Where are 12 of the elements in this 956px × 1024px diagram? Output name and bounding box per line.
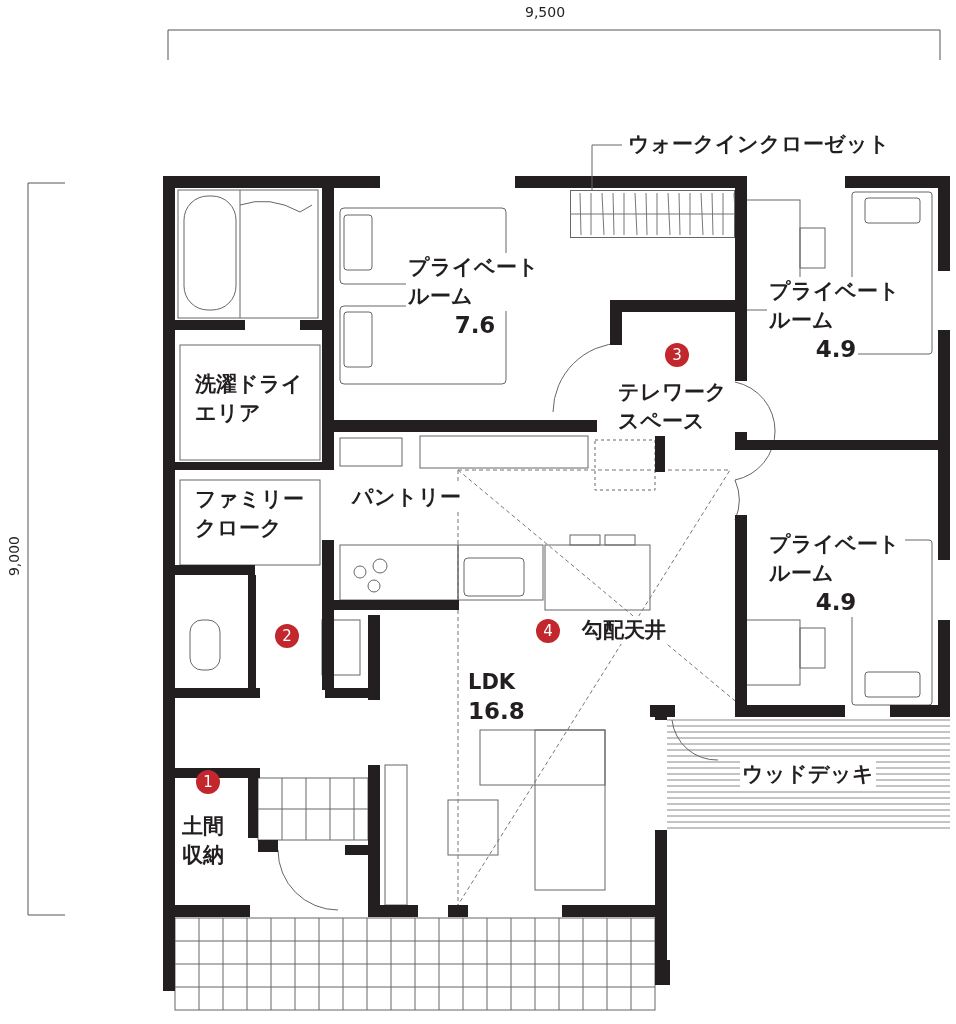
room-name: ウッドデッキ — [740, 760, 876, 789]
callout-number: 1 — [196, 770, 220, 794]
leader-line — [591, 144, 623, 191]
callout-number: 3 — [665, 343, 689, 367]
closet-shelf — [570, 190, 735, 238]
dimension-label: 9,500 — [525, 4, 566, 20]
room-name: プライベートルーム — [766, 530, 906, 588]
callout-number: 2 — [275, 624, 299, 648]
dimension-label: 9,000 — [6, 534, 22, 578]
room-note: 勾配天井 — [580, 616, 668, 644]
room-name: パントリー — [350, 483, 463, 512]
callout-number: 4 — [536, 619, 560, 643]
